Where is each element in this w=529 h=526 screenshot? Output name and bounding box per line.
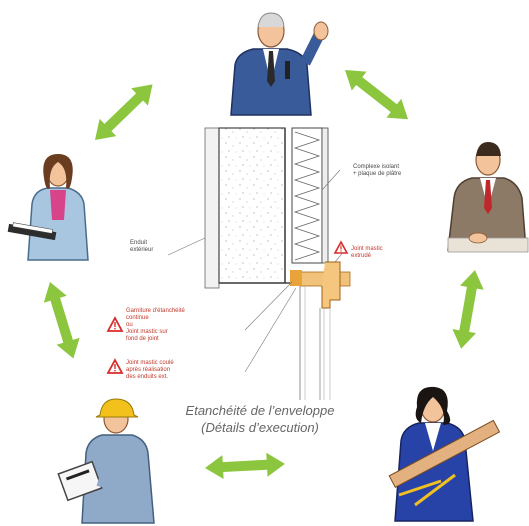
warning-icon	[333, 240, 349, 254]
render-layer	[204, 127, 220, 289]
plasterboard	[321, 127, 329, 264]
label-garniture-etancheite: Garniture d'étanchéité continue ou Joint…	[126, 308, 185, 342]
businessman-figure	[447, 142, 529, 253]
double-arrow-icon	[204, 451, 286, 480]
masonry-wall	[218, 127, 286, 284]
woman-figure	[7, 154, 89, 261]
double-arrow-icon	[86, 75, 161, 149]
double-arrow-icon	[38, 278, 85, 363]
double-arrow-icon	[449, 267, 487, 351]
warning-icon	[106, 358, 124, 374]
label-joint-extrude: Joint mastic extrudé	[351, 246, 383, 259]
warning-icon	[106, 316, 124, 332]
presenter-figure	[230, 12, 329, 116]
caption-subtitle: (Détails d’execution)	[201, 420, 319, 435]
architect-figure	[388, 386, 501, 522]
window-profile	[321, 261, 341, 309]
inspector-figure	[57, 398, 155, 524]
caption-title: Etanchéité de l’enveloppe	[185, 403, 335, 418]
insulation-zigzag	[293, 131, 321, 261]
construction-detail	[106, 127, 351, 400]
label-joint-coule: Joint mastic coulé après réalisation des…	[126, 360, 174, 380]
double-arrow-icon	[337, 60, 416, 129]
sealant-joint	[290, 270, 302, 286]
label-enduit-exterieur: Enduit extérieur	[130, 240, 154, 253]
label-complexe-isolant: Complexe isolant + plaque de plâtre	[353, 164, 402, 177]
